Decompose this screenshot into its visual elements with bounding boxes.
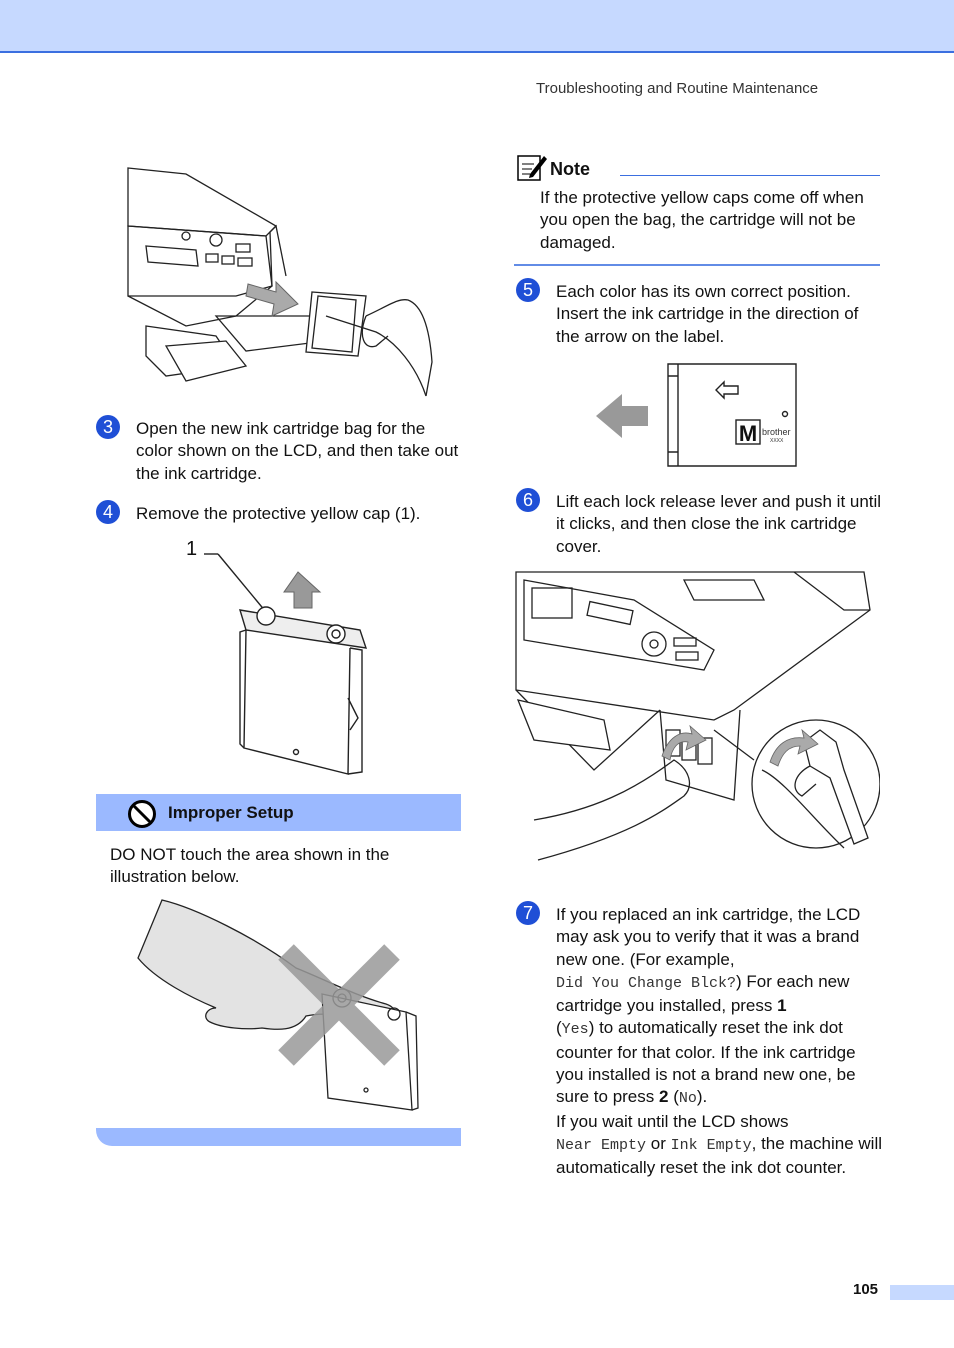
step-3-text: Open the new ink cartridge bag for the c… [136, 419, 459, 483]
warning-bottom-bar [96, 1128, 461, 1146]
warning-text: DO NOT touch the area shown in the illus… [110, 845, 390, 887]
step-7-line1: If you replaced an ink cartridge, the LC… [556, 905, 861, 969]
step-7-part2: ) For each new cartridge you installed, … [556, 971, 850, 1016]
page-number: 105 [853, 1281, 879, 1298]
warning-title: Improper Setup [168, 803, 294, 822]
step-6-text: Lift each lock release lever and push it… [556, 492, 882, 556]
cartridge-color-letter: M [739, 421, 757, 446]
lock-lever-illustration [515, 571, 880, 861]
step-3-badge: 3 [96, 415, 120, 439]
key-1: 1 [777, 996, 787, 1016]
lcd-ink-empty: Ink Empty [670, 1136, 752, 1154]
callout-number: 1 [186, 538, 198, 560]
lcd-no: No [678, 1090, 697, 1108]
step-4-badge: 4 [96, 500, 120, 524]
cartridge-code: XXXX [770, 438, 784, 444]
note-bottom-rule [514, 264, 880, 266]
printer-cartridge-illustration [127, 167, 433, 397]
running-header: Troubleshooting and Routine Maintenance [536, 80, 819, 97]
note-divider [620, 175, 880, 176]
step-7-part6: ). [696, 1087, 708, 1107]
lcd-yes: Yes [561, 1021, 589, 1039]
key-2: 2 [659, 1087, 669, 1107]
prohibited-icon [128, 800, 156, 828]
note-pencil-icon [517, 155, 547, 181]
cartridge-direction-illustration: M brother XXXX [596, 363, 797, 467]
step-7-paren-open-1: ( [556, 1018, 562, 1038]
step-5-badge: 5 [516, 278, 540, 302]
note-text: If the protective yellow caps come off w… [540, 188, 864, 252]
step-4-text: Remove the protective yellow cap (1). [136, 504, 421, 523]
step-7-part4: ) to automatically reset the ink dot cou… [556, 1018, 856, 1107]
step-5-text: Each color has its own correct position.… [556, 282, 859, 346]
step-7-paren-open-2: ( [673, 1087, 679, 1107]
step-7-part7: If you wait until the LCD shows [556, 1111, 789, 1131]
step-7-part9: , the machine will automatically reset t… [556, 1133, 883, 1178]
do-not-touch-illustration [137, 899, 419, 1111]
cartridge-cap-removal-illustration [204, 553, 368, 775]
step-7-text: If you replaced an ink cartridge, the LC… [556, 904, 884, 1180]
lcd-near-empty: Near Empty [556, 1136, 647, 1154]
step-6-badge: 6 [516, 488, 540, 512]
page-tab-bar [890, 1285, 954, 1300]
step-7-part8: or [650, 1133, 666, 1153]
note-label: Note [550, 159, 590, 179]
step-7-badge: 7 [516, 901, 540, 925]
warning-title-bar [96, 794, 461, 831]
cartridge-brand: brother [762, 427, 791, 437]
lcd-message-change-blck: Did You Change Blck? [556, 974, 737, 992]
top-header-bar [0, 0, 954, 53]
